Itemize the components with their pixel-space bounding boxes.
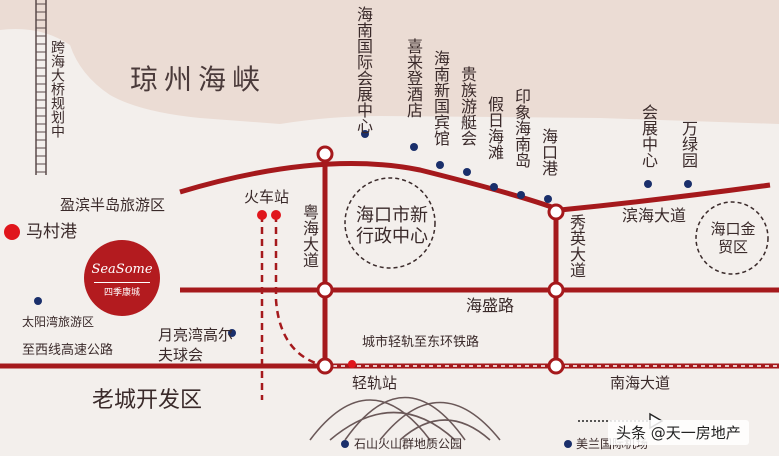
old-city-label: 老城开发区: [92, 388, 203, 413]
yueliang-bay-label: 月亮湾高尔夫球会: [158, 326, 234, 364]
rail-east-ring-label: 城市轻轨至东环铁路: [362, 335, 480, 350]
watermark: 头条 @天一房地产: [608, 420, 749, 445]
poi-jiari-beach: 假日海滩: [485, 96, 504, 160]
volcano-park-label: 石山火山群地质公园: [354, 437, 463, 451]
light-rail-station-marker: [348, 360, 356, 368]
trade-zone-circle: [695, 201, 769, 275]
poi-yinxiang-island: 印象海南岛: [512, 88, 531, 168]
project-logo: SeaSome 四季康城: [84, 240, 160, 316]
poi-xilai-hotel: 喜来登酒店: [404, 38, 423, 118]
train-station-label: 火车站: [244, 188, 290, 206]
volcano-arcs: [309, 396, 501, 441]
trade-zone-label: 海口金贸区: [710, 220, 756, 256]
bridge-plan-label: 跨海大桥规划中: [49, 40, 65, 138]
taiyang-bay-label: 太阳湾旅游区: [22, 315, 95, 329]
bridge-track: [35, 0, 47, 175]
poi-hainan-guesthouse: 海南新国宾馆: [431, 50, 450, 146]
yuehai-road-label: 粤海大道: [300, 204, 319, 268]
logo-sub: 四季康城: [94, 282, 150, 298]
train-station-marker: [257, 210, 267, 220]
poi-convention-center: 会展中心: [639, 104, 658, 168]
poi-haikou-port: 海口港: [539, 128, 558, 176]
admin-center-label: 海口市新行政中心: [356, 205, 428, 247]
light-rail-station-label: 轻轨站: [352, 374, 398, 392]
land-mass: [0, 29, 779, 456]
binhai-road-label: 滨海大道: [622, 206, 687, 225]
poi-guizu-yacht: 贵族游艇会: [458, 66, 477, 146]
intersections: [316, 145, 565, 375]
nanhai-road-label: 南海大道: [610, 374, 671, 392]
logo-brand: SeaSome: [91, 262, 153, 277]
poi-dots: [34, 130, 692, 448]
train-station-marker-2: [271, 210, 281, 220]
poi-convention-hainan: 海南国际会展中心: [354, 6, 373, 134]
yingbin-peninsula-label: 盈滨半岛旅游区: [60, 196, 166, 214]
strait-label: 琼州海峡: [130, 63, 267, 96]
poi-wanlv-park: 万绿园: [679, 120, 698, 168]
macun-port-label: 马村港: [26, 222, 77, 242]
admin-center-circle: [344, 177, 436, 269]
macun-port-marker: [4, 224, 20, 240]
haisheng-road-label: 海盛路: [466, 296, 515, 315]
binhai-road: [179, 161, 771, 213]
xixian-highway-label: 至西线高速公路: [22, 343, 114, 358]
xiuying-road-label: 秀英大道: [567, 214, 586, 278]
